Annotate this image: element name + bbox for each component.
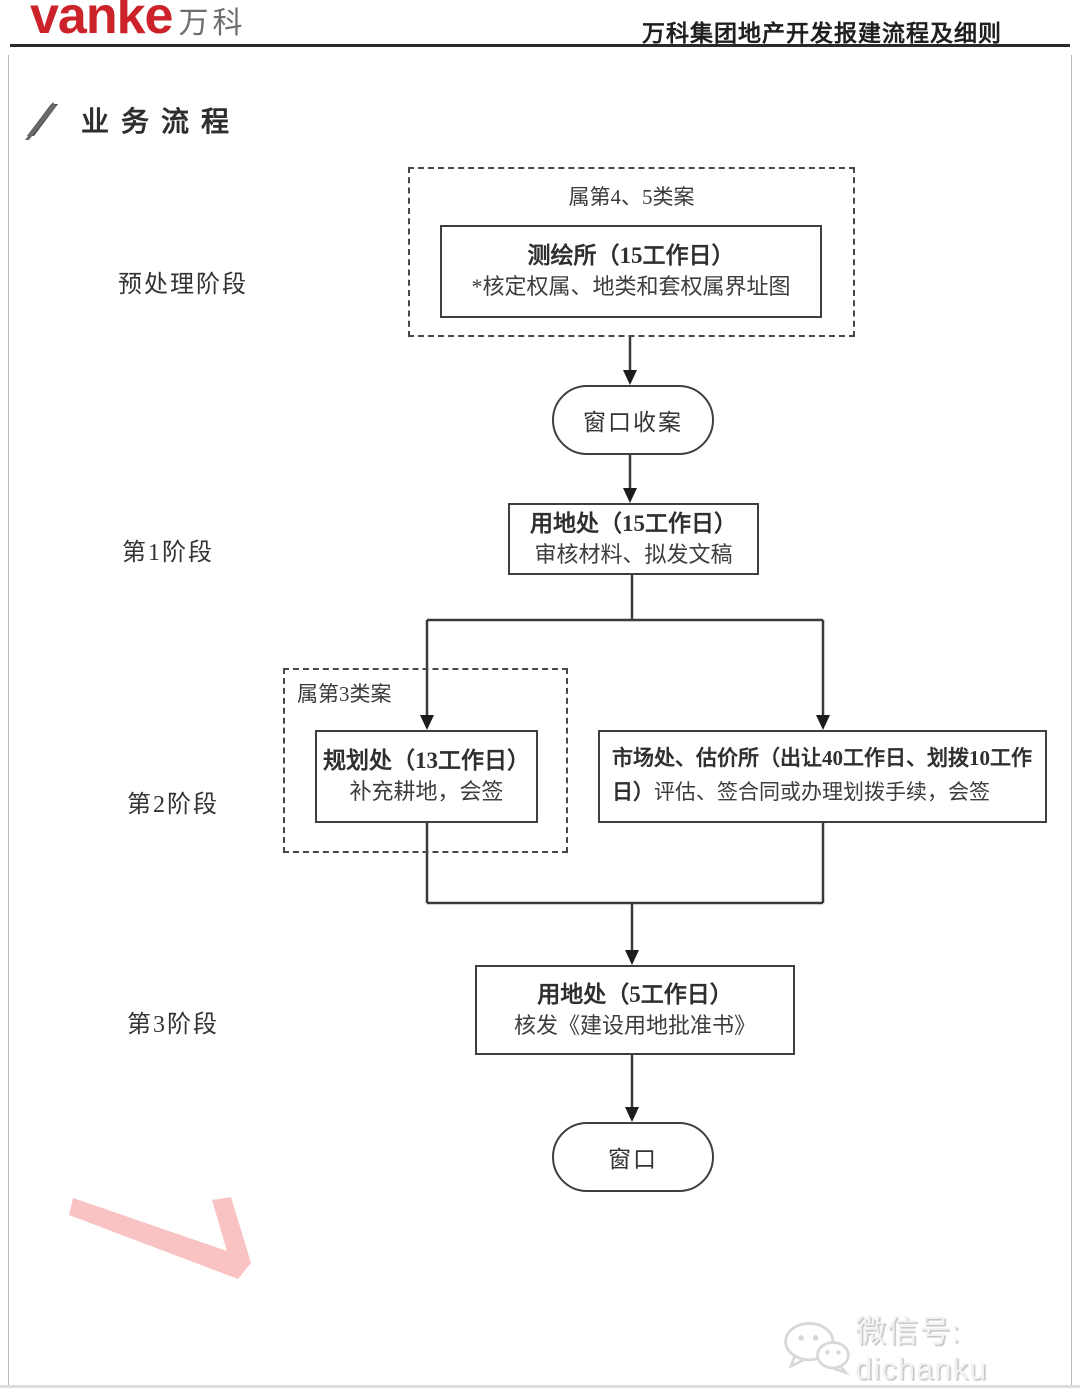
- land-use-stage3-title: 用地处（5工作日）: [537, 981, 733, 1007]
- land-use-stage1-desc: 审核材料、拟发文稿: [534, 541, 733, 567]
- market-appraisal-desc: 评估、签合同或办理划拨手续，会签: [654, 780, 990, 805]
- wechat-bubbles-icon: [784, 1321, 850, 1375]
- arrowhead: [625, 1107, 639, 1122]
- arrowhead: [625, 950, 639, 965]
- land-use-stage3-desc: 核发《建设用地批准书》: [513, 1012, 756, 1038]
- header-rule: [10, 44, 1070, 47]
- stage-label-3: 第3阶段: [127, 1012, 219, 1038]
- page-border-left: [8, 55, 9, 1388]
- market-appraisal-title: 市场处、估价所（出让40工作日、划拨10工作日）: [612, 746, 1032, 805]
- vanke-logo-cn: 万科: [178, 7, 247, 40]
- survey-office-box: 测绘所（15工作日） *核定权属、地类和套权属界址图: [440, 225, 822, 318]
- document-title: 万科集团地产开发报建流程及细则: [642, 21, 1002, 46]
- window-end-node: 窗口: [552, 1122, 714, 1192]
- arrowhead: [816, 715, 830, 730]
- wechat-id-text: 微信号: dichanku: [855, 1314, 988, 1386]
- group-case4-5: 属第4、5类案: [408, 167, 855, 337]
- double-slash-icon: [25, 102, 58, 140]
- arrowhead: [623, 370, 637, 385]
- stage-label-2: 第2阶段: [127, 792, 219, 818]
- section-heading: 业务流程: [25, 100, 241, 140]
- stage-label-1: 第1阶段: [122, 540, 214, 566]
- arrowhead: [623, 488, 637, 503]
- page-border-bottom: [0, 1385, 1080, 1388]
- planning-office-box: 规划处（13工作日） 补充耕地，会签: [315, 730, 538, 823]
- planning-office-title: 规划处（13工作日）: [323, 748, 530, 773]
- planning-office-desc: 补充耕地，会签: [349, 779, 504, 805]
- arrowhead: [420, 715, 434, 730]
- vanke-logo-text: vanke: [30, 0, 173, 45]
- survey-office-desc: *核定权属、地类和套权属界址图: [471, 274, 791, 300]
- window-intake-node: 窗口收案: [552, 385, 714, 455]
- land-use-stage3-box: 用地处（5工作日） 核发《建设用地批准书》: [475, 965, 795, 1055]
- stage-label-pre: 预处理阶段: [118, 272, 248, 298]
- land-use-stage1-box: 用地处（15工作日） 审核材料、拟发文稿: [508, 503, 759, 575]
- section-title: 业务流程: [81, 107, 242, 138]
- wechat-footer: 微信号: dichanku: [782, 1306, 1080, 1387]
- survey-office-title: 测绘所（15工作日）: [527, 243, 735, 268]
- page-border-right: [1071, 55, 1072, 1388]
- land-use-stage1-title: 用地处（15工作日）: [530, 510, 737, 536]
- group-case3: 属第3类案: [283, 668, 568, 853]
- market-appraisal-box: 市场处、估价所（出让40工作日、划拨10工作日）评估、签合同或办理划拨手续，会签: [598, 730, 1047, 823]
- group-case3-label: 属第3类案: [297, 682, 392, 706]
- group-case4-5-label: 属第4、5类案: [568, 185, 695, 209]
- watermark-shape: [69, 1197, 251, 1279]
